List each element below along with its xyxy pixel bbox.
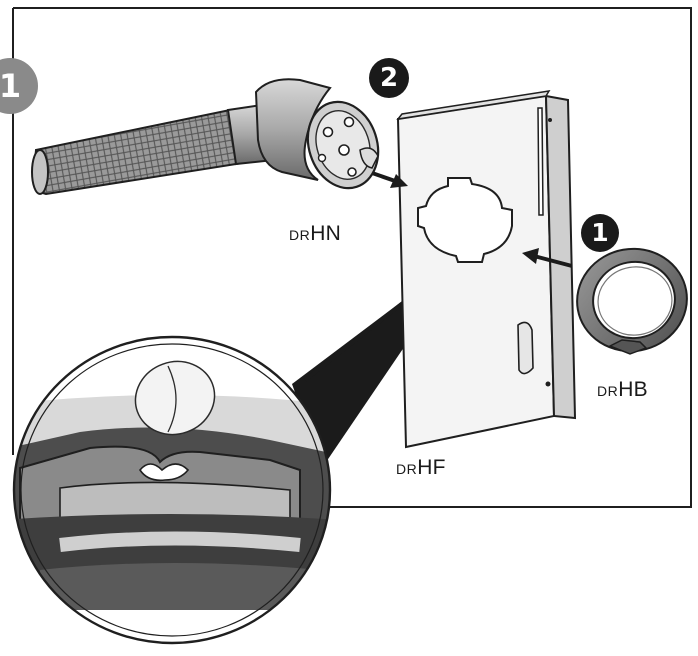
callout-1 — [581, 214, 619, 252]
label-ring-code: HB — [618, 378, 648, 401]
callout-2 — [369, 58, 409, 98]
label-ring-prefix: DR — [597, 383, 619, 399]
step-badge — [0, 58, 38, 114]
label-handle-prefix: DR — [289, 227, 311, 243]
label-flange-prefix: DR — [396, 461, 418, 477]
label-flange: DRHF — [396, 456, 446, 480]
label-flange-code: HF — [417, 456, 446, 479]
flange-plate — [396, 90, 577, 449]
ring — [576, 247, 688, 355]
label-handle: DRHN — [289, 222, 341, 246]
insert-arrow-ring — [533, 254, 573, 268]
step-badge-number: 1 — [0, 67, 22, 105]
handle — [31, 78, 380, 196]
label-ring: DRHB — [597, 378, 648, 402]
flange-cutout — [417, 177, 513, 263]
detail-magnifier — [12, 335, 332, 645]
callout-1-number: 1 — [591, 218, 609, 247]
label-handle-code: HN — [310, 222, 341, 245]
callout-2-number: 2 — [379, 63, 399, 93]
